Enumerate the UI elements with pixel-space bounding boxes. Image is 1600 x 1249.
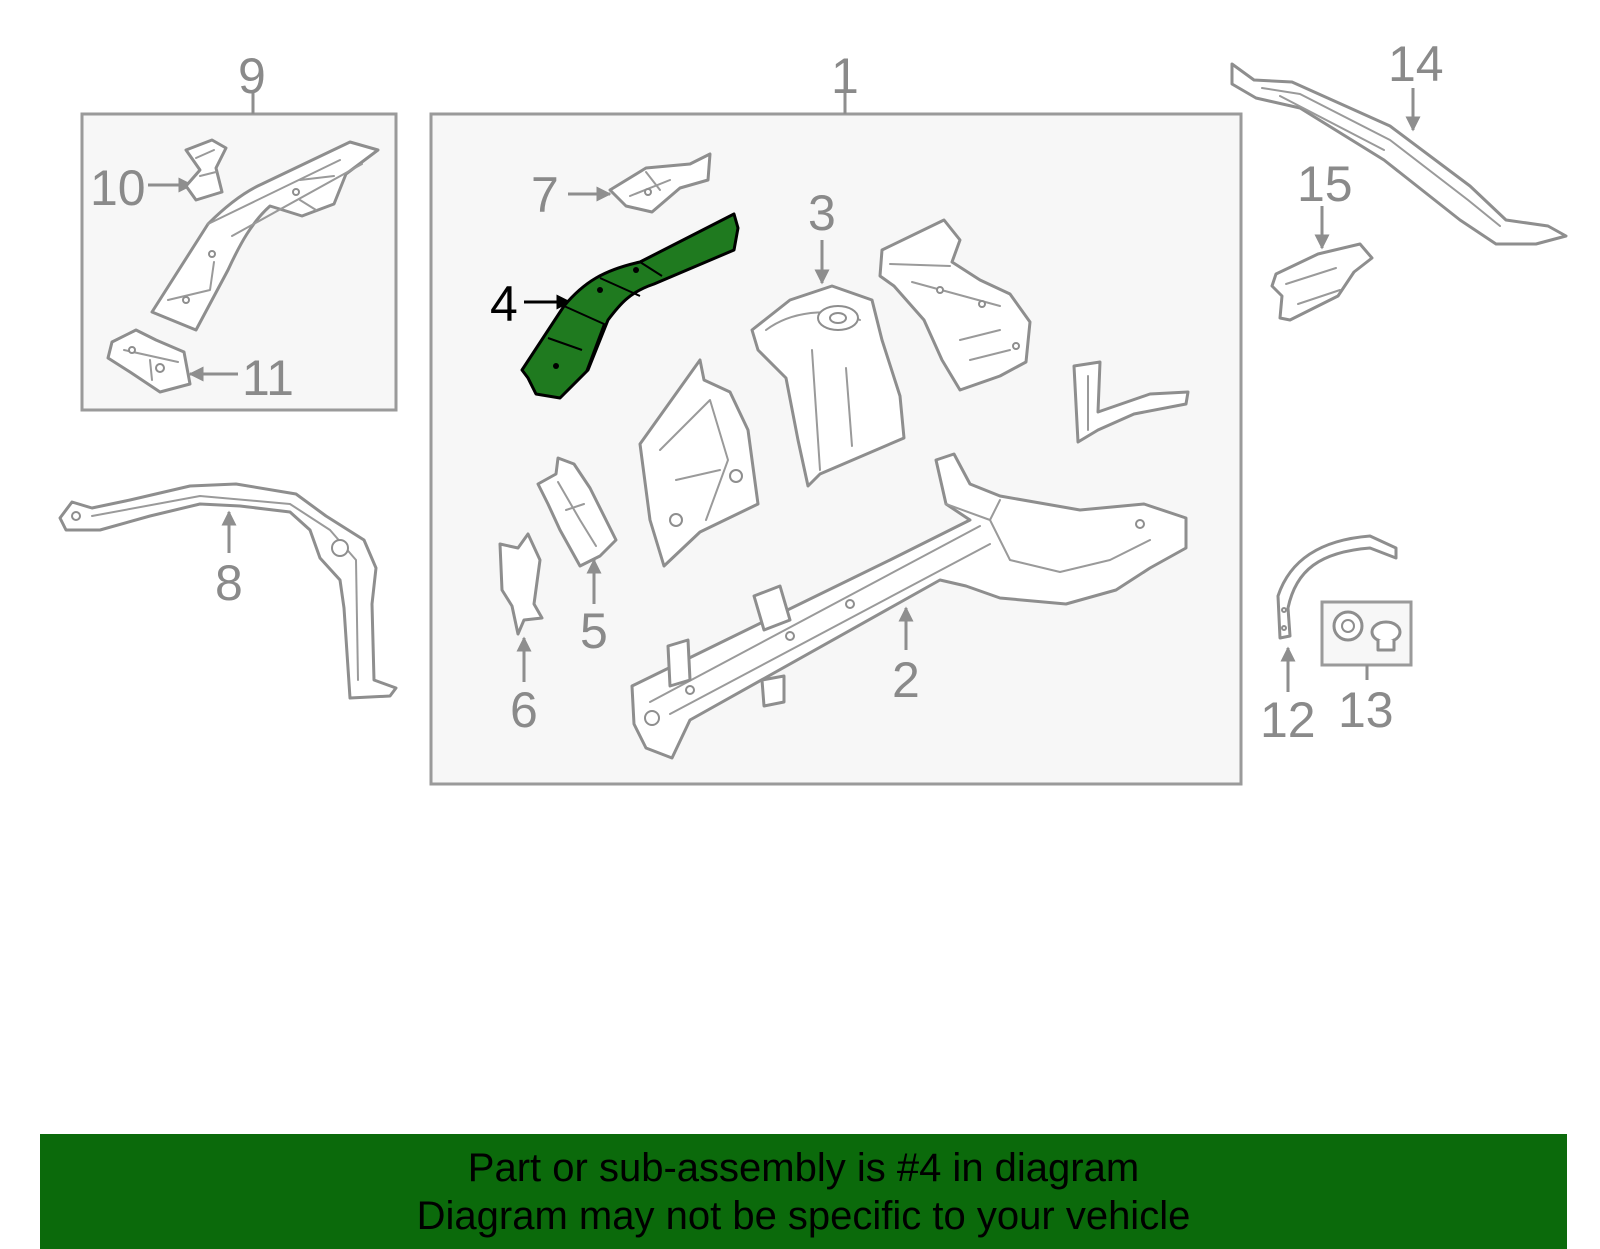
callout-11: 11 — [242, 350, 294, 406]
part-9-rail — [150, 140, 380, 332]
part-14-crossmember — [1230, 62, 1568, 246]
callout-8: 8 — [215, 555, 243, 611]
callout-13: 13 — [1338, 682, 1394, 738]
part-10-bracket — [184, 138, 228, 202]
callout-3: 3 — [808, 185, 836, 241]
part-3b-apron-panel — [878, 218, 1032, 392]
callout-5: 5 — [580, 603, 608, 659]
callout-9: 9 — [238, 48, 266, 104]
callout-1: 1 — [831, 48, 859, 104]
part-inner-panel — [638, 358, 760, 568]
part-15-bracket — [1270, 242, 1374, 322]
part-8-arch — [58, 482, 398, 700]
part-bracket-right — [1072, 360, 1190, 444]
callout-7: 7 — [531, 167, 559, 223]
part-13-plugs — [1332, 610, 1402, 652]
part-2-frame-rail — [630, 452, 1188, 760]
part-4-rail-highlighted — [520, 212, 740, 400]
info-banner: Part or sub-assembly is #4 in diagram Di… — [40, 1134, 1567, 1249]
part-5-bracket — [536, 456, 618, 568]
part-12-strap — [1276, 534, 1398, 640]
callout-12: 12 — [1260, 692, 1316, 748]
callout-6: 6 — [510, 682, 538, 738]
callout-2: 2 — [892, 652, 920, 708]
part-11-mount — [106, 328, 192, 394]
callout-15: 15 — [1297, 156, 1353, 212]
banner-line-2: Diagram may not be specific to your vehi… — [416, 1194, 1191, 1238]
part-6-plate — [498, 532, 544, 636]
banner-line-1: Part or sub-assembly is #4 in diagram — [467, 1146, 1140, 1190]
callout-14: 14 — [1388, 36, 1444, 92]
part-3-strut-tower — [750, 284, 906, 488]
part-7-reinforcement — [608, 152, 712, 214]
callout-10: 10 — [90, 160, 146, 216]
callout-4: 4 — [490, 276, 518, 332]
